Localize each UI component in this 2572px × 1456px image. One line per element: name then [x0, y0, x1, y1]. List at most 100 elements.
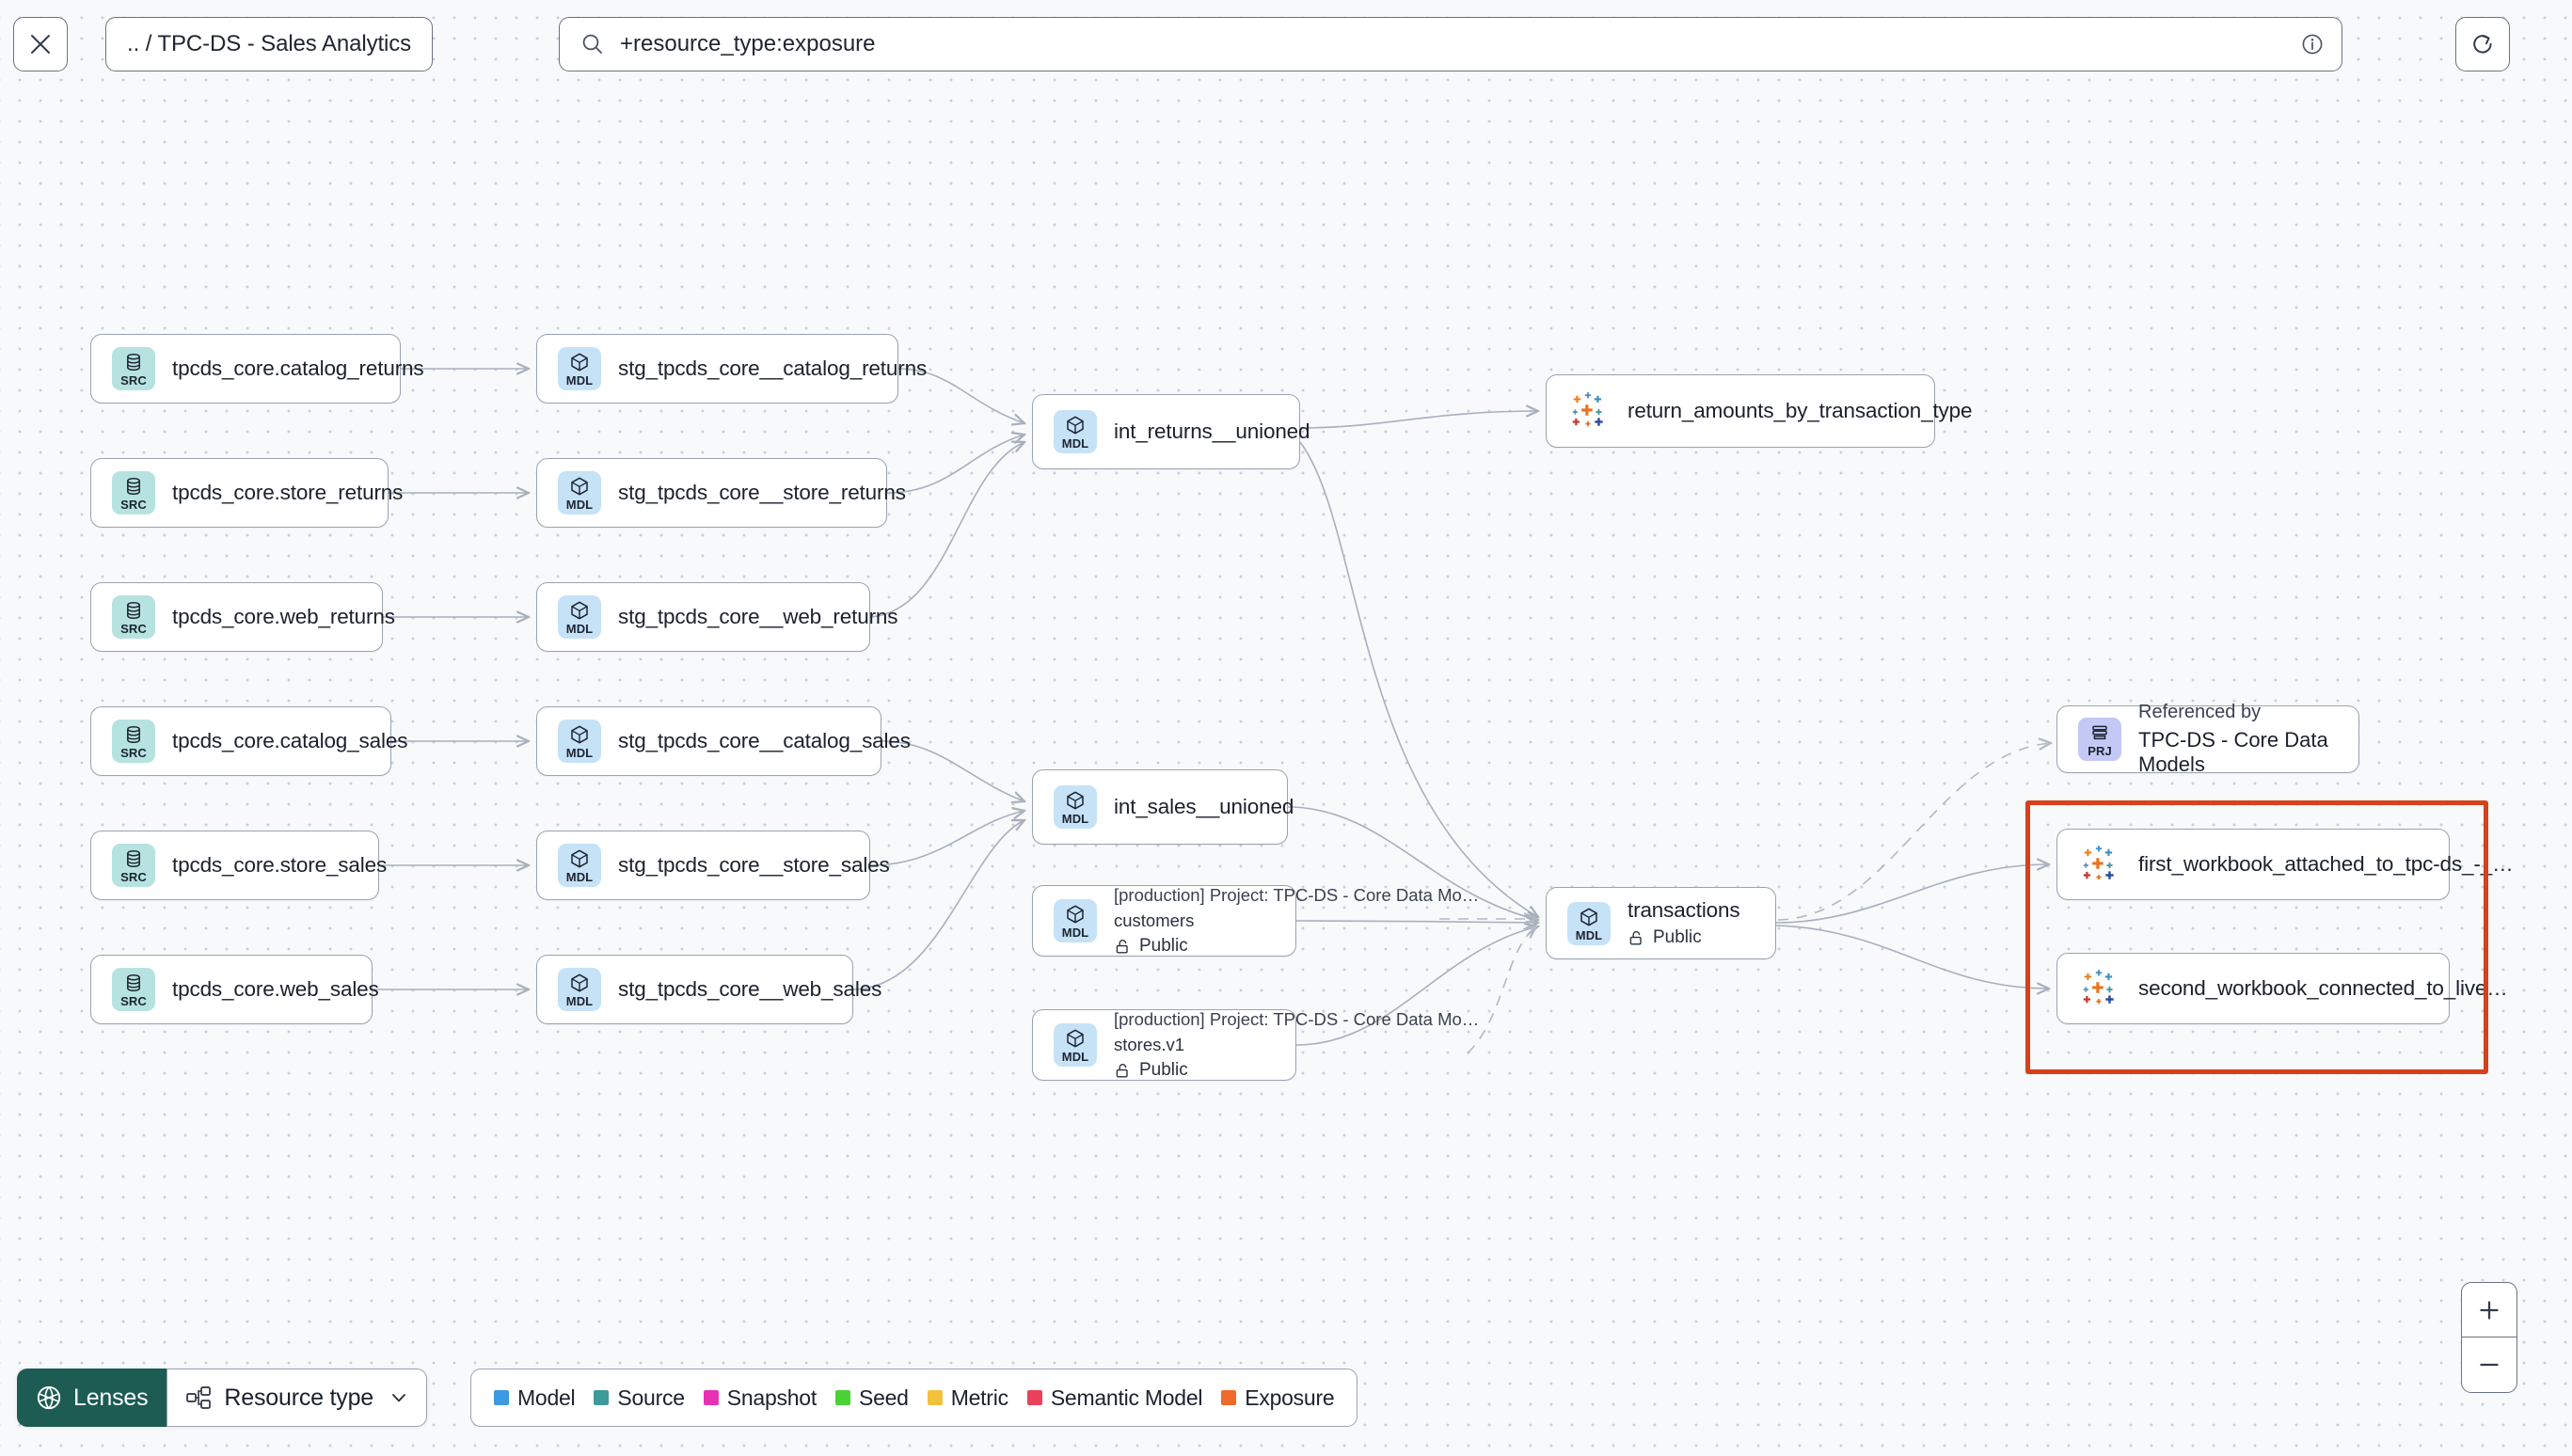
source-badge-icon: SRC [112, 471, 155, 514]
legend-swatch-icon [703, 1390, 719, 1405]
graph-node-int_sales_unioned[interactable]: MDL int_sales__unioned [1032, 769, 1294, 845]
zoom-controls [2461, 1282, 2517, 1393]
legend-label: Metric [950, 1385, 1008, 1410]
node-label: stg_tpcds_core__web_returns [618, 605, 898, 628]
graph-node-stores_v1[interactable]: MDL[production] Project: TPC-DS - Core D… [1032, 1009, 1479, 1081]
graph-node-stg_catalog_returns[interactable]: MDL stg_tpcds_core__catalog_returns [536, 334, 927, 404]
node-label: tpcds_core.store_sales [172, 853, 388, 877]
resource-type-dropdown[interactable]: Resource type [167, 1369, 428, 1427]
legend-label: Snapshot [726, 1385, 817, 1410]
legend-item-semantic-model[interactable]: Semantic Model [1026, 1385, 1203, 1411]
lenses-button[interactable]: Lenses [17, 1369, 167, 1427]
graph-node-src_catalog_sales[interactable]: SRC tpcds_core.catalog_sales [90, 706, 407, 776]
refresh-button[interactable] [2455, 17, 2510, 71]
node-project-meta: [production] Project: TPC-DS - Core Data… [1114, 1009, 1480, 1029]
node-label: TPC-DS - Core Data Models [2138, 728, 2328, 776]
legend-label: Model [517, 1385, 576, 1410]
node-label: stg_tpcds_core__catalog_returns [618, 356, 928, 380]
graph-node-customers[interactable]: MDL [production] Project: TPC-DS - Core D… [1032, 885, 1479, 957]
lenses-label: Lenses [73, 1384, 149, 1411]
model-badge-icon: MDL [558, 720, 601, 763]
aperture-icon [35, 1384, 63, 1412]
node-label: stg_tpcds_core__store_returns [618, 481, 906, 504]
model-badge-icon: MDL [1054, 785, 1097, 829]
source-badge-icon: SRC [112, 347, 155, 390]
model-badge-icon: MDL [558, 844, 601, 887]
model-badge-icon: MDL [1567, 901, 1611, 945]
node-visibility-label: Public [1139, 1060, 1188, 1080]
graph-node-src_store_sales[interactable]: SRC tpcds_core.store_sales [90, 831, 387, 900]
breadcrumb[interactable]: .. / TPC-DS - Sales Analytics [105, 17, 434, 71]
source-badge-icon: SRC [112, 595, 155, 639]
node-label: stg_tpcds_core__catalog_sales [618, 729, 911, 752]
graph-node-src_catalog_returns[interactable]: SRC tpcds_core.catalog_returns [90, 334, 424, 404]
node-project-meta: [production] Project: TPC-DS - Core Data… [1114, 885, 1480, 905]
unlock-icon [1114, 938, 1132, 956]
graph-node-stg_catalog_sales[interactable]: MDL stg_tpcds_core__catalog_sales [536, 706, 911, 776]
graph-node-src_web_sales[interactable]: SRC tpcds_core.web_sales [90, 955, 379, 1024]
tableau-workbook-icon [2078, 843, 2121, 886]
node-label: customers [1114, 910, 1195, 930]
source-badge-icon: SRC [112, 720, 155, 763]
tableau-workbook-icon [1567, 389, 1611, 433]
breadcrumb-label: .. / TPC-DS - Sales Analytics [127, 31, 412, 56]
source-badge-icon: SRC [112, 968, 155, 1011]
legend-item-seed[interactable]: Seed [834, 1385, 909, 1411]
legend-swatch-icon [927, 1390, 943, 1405]
node-label: first_workbook_attached_to_tpc-ds_-_… [2138, 852, 2514, 876]
node-visibility-label: Public [1139, 936, 1188, 956]
search-bar[interactable]: +resource_type:exposure [559, 17, 2342, 71]
node-label: stores.v1 [1114, 1035, 1185, 1054]
model-badge-icon: MDL [558, 968, 601, 1011]
refresh-icon [2473, 35, 2492, 54]
model-badge-icon: MDL [558, 347, 601, 390]
search-icon [580, 32, 605, 56]
node-visibility: Public [1114, 936, 1479, 957]
legend-item-metric[interactable]: Metric [927, 1385, 1008, 1411]
close-icon [31, 35, 50, 54]
legend-swatch-icon [834, 1390, 850, 1405]
zoom-in-button[interactable] [2462, 1283, 2516, 1337]
legend-swatch-icon [494, 1390, 509, 1405]
node-visibility: Public [1114, 1060, 1479, 1081]
node-label: int_sales__unioned [1114, 795, 1294, 818]
legend-item-source[interactable]: Source [594, 1385, 685, 1411]
node-visibility-label: Public [1653, 927, 1702, 947]
close-button[interactable] [13, 17, 68, 71]
model-badge-icon: MDL [1054, 899, 1097, 942]
tableau-workbook-icon [2078, 967, 2121, 1010]
node-label: tpcds_core.web_sales [172, 977, 379, 1001]
zoom-out-button[interactable] [2462, 1337, 2516, 1392]
chevron-down-icon [389, 1387, 409, 1408]
graph-node-stg_web_sales[interactable]: MDL stg_tpcds_core__web_sales [536, 955, 881, 1024]
node-label: stg_tpcds_core__web_sales [618, 977, 882, 1001]
node-label: tpcds_core.catalog_returns [172, 356, 424, 380]
model-badge-icon: MDL [558, 595, 601, 639]
legend-swatch-icon [1221, 1390, 1237, 1405]
legend-label: Source [617, 1385, 685, 1410]
legend-item-snapshot[interactable]: Snapshot [703, 1385, 817, 1411]
legend-item-exposure[interactable]: Exposure [1221, 1385, 1335, 1411]
node-label: return_amounts_by_transaction_type [1627, 399, 1973, 422]
plus-icon [2480, 1300, 2499, 1320]
source-badge-icon: SRC [112, 844, 155, 887]
node-label: tpcds_core.catalog_sales [172, 729, 408, 752]
graph-node-second_workbook[interactable]: second_workbook_connected_to_live… [2056, 953, 2508, 1024]
graph-node-return_amounts[interactable]: return_amounts_by_transaction_type [1546, 374, 1973, 448]
legend-label: Exposure [1245, 1385, 1335, 1410]
graph-node-stg_web_returns[interactable]: MDL stg_tpcds_core__web_returns [536, 582, 898, 652]
legend-item-model[interactable]: Model [494, 1385, 576, 1411]
graph-node-first_workbook[interactable]: first_workbook_attached_to_tpc-ds_-_… [2056, 829, 2514, 900]
node-visibility: Public [1627, 927, 1740, 948]
search-input[interactable]: +resource_type:exposure [620, 31, 876, 56]
info-icon[interactable] [2300, 32, 2325, 56]
minus-icon [2480, 1363, 2499, 1367]
